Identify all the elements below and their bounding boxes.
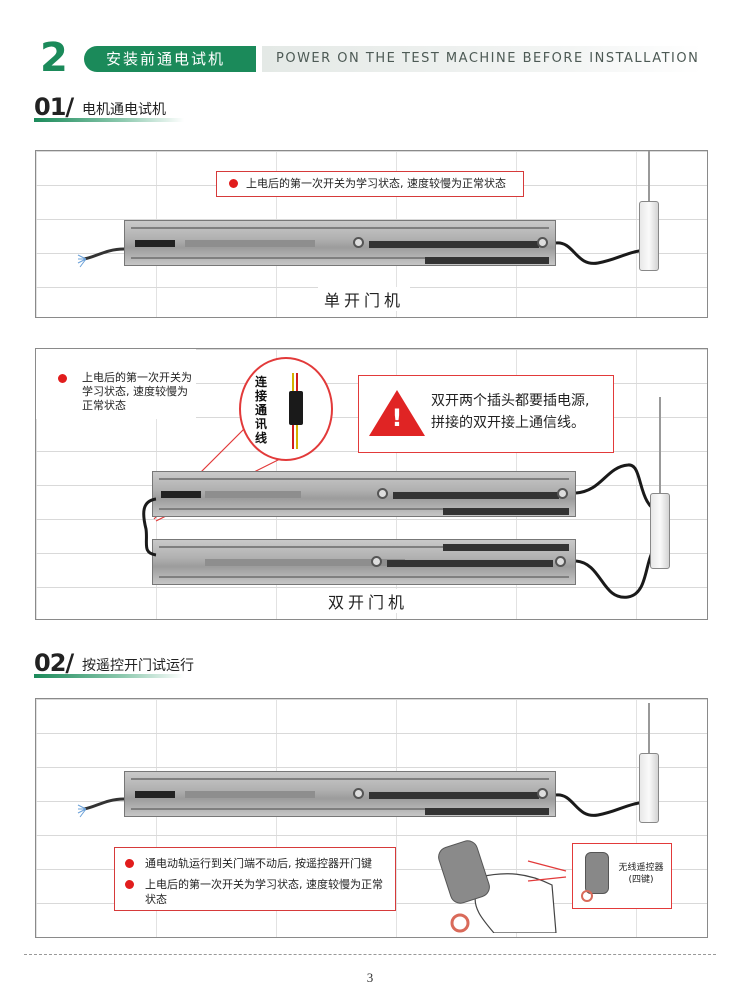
comm-cable-icon — [142, 497, 157, 557]
remote-test-panel: 通电动轨运行到关门端不动后, 按遥控器开门键 上电后的第一次开关为学习状态, 速… — [35, 698, 708, 938]
remote-note-1-text: 通电动轨运行到关门端不动后, 按遥控器开门键 — [145, 857, 372, 870]
single-door-caption: 单开门机 — [318, 287, 411, 311]
red-bullet-icon — [125, 880, 134, 889]
remote-notes: 通电动轨运行到关门端不动后, 按遥控器开门键 上电后的第一次开关为学习状态, 速… — [114, 847, 396, 911]
chapter-number: 2 — [40, 35, 68, 81]
power-cable-icon — [555, 793, 655, 817]
page-header: 2 安装前通电试机 POWER ON THE TEST MACHINE BEFO… — [0, 36, 740, 80]
upper-motor-rail — [152, 471, 576, 517]
footer-divider — [24, 954, 716, 955]
page-number: 3 — [366, 970, 374, 985]
wire-leads-icon — [77, 247, 125, 268]
exclamation-icon: ! — [391, 404, 403, 432]
learning-note-text: 上电后的第一次开关为学习状态, 速度较慢为正常状态 — [246, 177, 506, 190]
warning-text: 双开两个插头都要插电源, 拼接的双开接上通信线。 — [431, 390, 589, 434]
arrow-icon — [527, 860, 567, 882]
remote-control-icon — [585, 852, 609, 894]
section-heading-01: 01/ 电机通电试机 — [34, 92, 234, 122]
section-title: 按遥控开门试运行 — [82, 658, 194, 674]
remote-note-2: 上电后的第一次开关为学习状态, 速度较慢为正常状态 — [125, 877, 385, 907]
key-ring-icon — [581, 890, 593, 902]
section-number: 01/ — [34, 93, 74, 121]
learning-note: 上电后的第一次开关为学习状态, 速度较慢为正常状态 — [216, 171, 524, 197]
red-bullet-icon — [125, 859, 134, 868]
section-heading-02: 02/ 按遥控开门试运行 — [34, 648, 254, 678]
lower-motor-rail — [152, 539, 576, 585]
warning-line-1: 双开两个插头都要插电源, — [431, 393, 590, 409]
double-learning-note: 上电后的第一次开关为学习状态, 速度较慢为正常状态 — [58, 371, 198, 413]
receiver-plug-icon — [639, 753, 659, 823]
section-number: 02/ — [34, 649, 74, 677]
power-cable-icon — [555, 241, 655, 265]
receiver-plug-icon — [639, 201, 659, 271]
single-door-panel: 上电后的第一次开关为学习状态, 速度较慢为正常状态 单开门机 — [35, 150, 708, 318]
hand-remote-illustration — [436, 837, 560, 934]
connector-zoom: 连接通讯线 — [239, 357, 333, 461]
warning-box: ! 双开两个插头都要插电源, 拼接的双开接上通信线。 — [358, 375, 614, 453]
section-title: 电机通电试机 — [82, 102, 166, 118]
warning-triangle-icon — [369, 390, 425, 436]
antenna-icon — [659, 397, 661, 495]
double-door-panel: 上电后的第一次开关为学习状态, 速度较慢为正常状态 连接通讯线 ! 双开两个插头… — [35, 348, 708, 620]
receiver-plug-icon — [650, 493, 670, 569]
warning-line-2: 拼接的双开接上通信线。 — [431, 415, 585, 431]
section-underline — [34, 674, 184, 678]
connector-label: 连接通讯线 — [255, 375, 268, 445]
antenna-icon — [648, 703, 650, 755]
remote-label-line-1: 无线遥控器 — [618, 863, 664, 873]
chapter-title-cn: 安装前通电试机 — [84, 46, 256, 72]
antenna-icon — [648, 151, 650, 203]
chapter-title-en: POWER ON THE TEST MACHINE BEFORE INSTALL… — [262, 46, 702, 72]
motor-rail — [124, 220, 556, 266]
wire-leads-icon — [77, 797, 125, 818]
remote-label-line-2: (四键) — [628, 875, 654, 885]
remote-note-1: 通电动轨运行到关门端不动后, 按遥控器开门键 — [125, 856, 385, 871]
remote-label: 无线遥控器 (四键) — [611, 862, 671, 886]
red-bullet-icon — [58, 374, 67, 383]
connector-plug-icon — [287, 373, 305, 449]
section-underline — [34, 118, 184, 122]
double-learning-note-text: 上电后的第一次开关为学习状态, 速度较慢为正常状态 — [82, 371, 192, 412]
remote-note-2-text: 上电后的第一次开关为学习状态, 速度较慢为正常状态 — [145, 878, 383, 906]
red-bullet-icon — [229, 179, 238, 188]
motor-rail — [124, 771, 556, 817]
remote-detail-box: 无线遥控器 (四键) — [572, 843, 672, 909]
double-door-caption: 双开门机 — [322, 589, 415, 613]
